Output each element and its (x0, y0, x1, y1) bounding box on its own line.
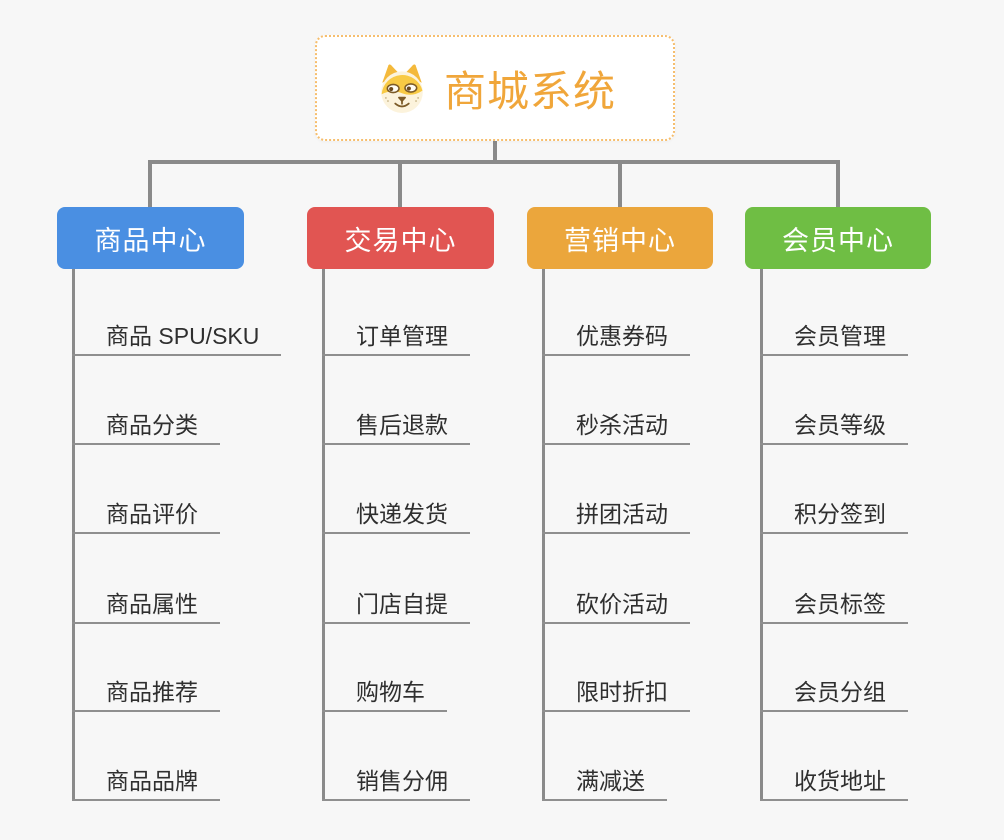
leaf-item-product-center-1[interactable]: 商品分类 (72, 405, 220, 445)
leaf-item-trade-center-1[interactable]: 售后退款 (322, 405, 470, 445)
connector-spine-trade-center (322, 269, 325, 799)
leaf-item-member-center-4[interactable]: 会员分组 (760, 672, 908, 712)
leaf-item-marketing-center-2[interactable]: 拼团活动 (542, 494, 690, 534)
leaf-item-trade-center-4[interactable]: 购物车 (322, 672, 447, 712)
connector-spine-product-center (72, 269, 75, 799)
branch-marketing-center[interactable]: 营销中心 (527, 207, 713, 269)
leaf-item-member-center-5[interactable]: 收货地址 (760, 761, 908, 801)
leaf-item-member-center-3[interactable]: 会员标签 (760, 584, 908, 624)
leaf-item-member-center-0[interactable]: 会员管理 (760, 316, 908, 356)
dog-face-icon (374, 62, 430, 114)
leaf-item-marketing-center-3[interactable]: 砍价活动 (542, 584, 690, 624)
leaf-item-marketing-center-5[interactable]: 满减送 (542, 761, 667, 801)
leaf-item-marketing-center-0[interactable]: 优惠券码 (542, 316, 690, 356)
leaf-item-product-center-4[interactable]: 商品推荐 (72, 672, 220, 712)
root-node[interactable]: 商城系统 (315, 35, 675, 141)
leaf-item-trade-center-0[interactable]: 订单管理 (322, 316, 470, 356)
connector-branch-drop-marketing-center (618, 160, 622, 207)
connector-root-stub (493, 141, 497, 164)
leaf-item-marketing-center-4[interactable]: 限时折扣 (542, 672, 690, 712)
leaf-item-product-center-0[interactable]: 商品 SPU/SKU (72, 316, 282, 356)
connector-branch-drop-product-center (148, 160, 152, 207)
branch-member-center[interactable]: 会员中心 (745, 207, 931, 269)
leaf-item-product-center-5[interactable]: 商品品牌 (72, 761, 220, 801)
branch-product-center[interactable]: 商品中心 (57, 207, 244, 269)
connector-spine-member-center (760, 269, 763, 799)
leaf-item-member-center-1[interactable]: 会员等级 (760, 405, 908, 445)
leaf-item-trade-center-3[interactable]: 门店自提 (322, 584, 470, 624)
root-label: 商城系统 (443, 67, 616, 115)
branch-trade-center[interactable]: 交易中心 (307, 207, 494, 269)
leaf-item-product-center-2[interactable]: 商品评价 (72, 494, 220, 534)
connector-branch-drop-member-center (836, 160, 840, 207)
leaf-item-member-center-2[interactable]: 积分签到 (760, 494, 908, 534)
leaf-item-product-center-3[interactable]: 商品属性 (72, 584, 220, 624)
leaf-item-trade-center-5[interactable]: 销售分佣 (322, 761, 470, 801)
connector-spine-marketing-center (542, 269, 545, 799)
leaf-item-trade-center-2[interactable]: 快递发货 (322, 494, 470, 534)
connector-bus (148, 160, 840, 164)
leaf-item-marketing-center-1[interactable]: 秒杀活动 (542, 405, 690, 445)
connector-branch-drop-trade-center (398, 160, 402, 207)
